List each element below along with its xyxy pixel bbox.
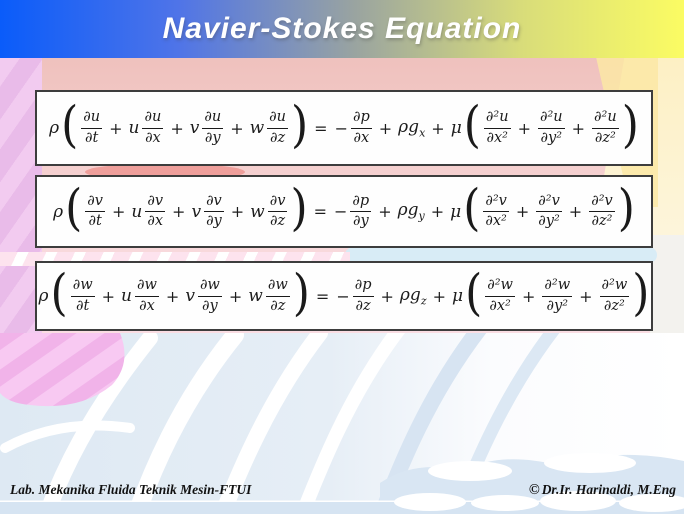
- equation: ρ(∂u∂t+u∂u∂x+v∂u∂y+w∂u∂z)=−∂p∂x+ρgx+μ(∂²…: [37, 92, 651, 164]
- fraction-term: ∂²v∂x²: [483, 192, 509, 229]
- equation-token: +: [571, 118, 586, 138]
- fraction-term: ∂w∂y: [197, 277, 222, 314]
- fraction-term: ∂w∂x: [135, 277, 159, 314]
- equation-token: w: [248, 286, 263, 306]
- parenthesis: (: [463, 179, 481, 237]
- fraction-term: ∂w∂t: [70, 277, 95, 314]
- equation-token: +: [170, 118, 184, 138]
- equation-token: +: [430, 202, 445, 221]
- equation-token: v: [191, 201, 202, 222]
- equation-token: =: [314, 118, 328, 138]
- equation-box-x-momentum: ρ(∂u∂t+u∂u∂x+v∂u∂y+w∂u∂z)=−∂p∂x+ρgx+μ(∂²…: [35, 90, 653, 166]
- fraction-term: ∂p∂x: [350, 109, 372, 146]
- footer-author-name: Dr.Ir. Harinaldi, M.Eng: [541, 482, 676, 497]
- parenthesis: ): [290, 179, 308, 237]
- parenthesis: (: [463, 96, 481, 154]
- equation-token: =: [315, 286, 330, 306]
- fraction-term: ∂v∂t: [85, 192, 105, 229]
- background-cyan-shape: [345, 247, 657, 263]
- fraction-term: ∂w∂z: [265, 277, 290, 314]
- equation-token: ρ: [38, 286, 49, 306]
- equation-token: −: [334, 118, 348, 138]
- subscripted-term: ρgx: [398, 116, 426, 140]
- subscripted-term: ρgy: [397, 200, 425, 223]
- equation-token: u: [121, 286, 132, 306]
- equation-token: =: [313, 202, 328, 221]
- equation-token: +: [579, 286, 593, 306]
- fraction-term: ∂²u∂z²: [592, 109, 619, 146]
- equation-token: v: [185, 286, 195, 306]
- parenthesis: ): [291, 96, 309, 154]
- equation-token: −: [336, 286, 350, 306]
- footer-lab-name: Lab. Mekanika Fluida Teknik Mesin-FTUI: [10, 482, 252, 497]
- fraction-term: ∂²u∂x²: [483, 109, 511, 146]
- equation-token: v: [189, 118, 200, 138]
- fraction-term: ∂v∂x: [145, 192, 166, 229]
- parenthesis: (: [465, 264, 483, 322]
- equation-box-z-momentum: ρ(∂w∂t+u∂w∂x+v∂w∂y+w∂w∂z)=−∂p∂z+ρgz+μ(∂²…: [35, 261, 653, 331]
- equation-token: +: [517, 118, 531, 138]
- equation-token: +: [228, 286, 243, 306]
- fraction-term: ∂u∂x: [142, 109, 164, 146]
- fraction-term: ∂²w∂x²: [485, 277, 515, 314]
- equation-token: +: [378, 202, 392, 221]
- equation-token: +: [109, 118, 123, 138]
- equation-token: +: [111, 202, 126, 221]
- equation: ρ(∂w∂t+u∂w∂x+v∂w∂y+w∂w∂z)=−∂p∂z+ρgz+μ(∂²…: [37, 263, 651, 329]
- fraction-term: ∂u∂y: [202, 109, 224, 146]
- equation-token: +: [568, 202, 583, 221]
- equation-token: +: [172, 202, 186, 221]
- background-waves: [0, 333, 684, 514]
- equation-token: +: [378, 118, 393, 138]
- subscripted-term: ρgz: [399, 284, 427, 308]
- equation-token: μ: [450, 201, 462, 222]
- equation-token: u: [128, 118, 140, 138]
- equation-token: +: [230, 118, 244, 138]
- equation-token: ρ: [53, 201, 64, 222]
- equation-token: +: [230, 202, 245, 221]
- fraction-term: ∂²v∂y²: [536, 192, 562, 229]
- equation-token: +: [380, 286, 394, 306]
- parenthesis: ): [292, 264, 310, 322]
- parenthesis: (: [61, 96, 79, 154]
- equation: ρ(∂v∂t+u∂v∂x+v∂v∂y+w∂v∂z)=−∂p∂y+ρgy+μ(∂²…: [37, 177, 651, 246]
- fraction-term: ∂²w∂y²: [542, 277, 573, 314]
- equation-token: −: [334, 202, 348, 221]
- parenthesis: (: [50, 264, 68, 322]
- equation-token: +: [431, 118, 445, 138]
- equation-token: u: [131, 201, 143, 222]
- fraction-term: ∂u∂t: [81, 109, 103, 146]
- title-bar: Navier-Stokes Equation: [0, 0, 684, 58]
- fraction-term: ∂v∂z: [267, 192, 288, 229]
- parenthesis: ): [621, 96, 639, 154]
- equation-token: +: [432, 286, 447, 306]
- equation-token: w: [250, 201, 265, 222]
- equation-token: +: [521, 286, 536, 306]
- fraction-term: ∂p∂z: [352, 277, 374, 314]
- fraction-term: ∂p∂y: [350, 192, 372, 229]
- equation-token: ρ: [49, 118, 60, 138]
- fraction-term: ∂²v∂z²: [589, 192, 615, 229]
- equation-box-y-momentum: ρ(∂v∂t+u∂v∂x+v∂v∂y+w∂v∂z)=−∂p∂y+ρgy+μ(∂²…: [35, 175, 653, 248]
- fraction-term: ∂²w∂z²: [599, 277, 630, 314]
- equation-token: +: [101, 286, 116, 306]
- parenthesis: (: [65, 179, 83, 237]
- equation-token: μ: [450, 118, 462, 138]
- slide-title: Navier-Stokes Equation: [162, 12, 522, 45]
- fraction-term: ∂u∂z: [267, 109, 288, 146]
- equation-token: +: [515, 202, 530, 221]
- parenthesis: ): [632, 264, 650, 322]
- equation-token: w: [249, 118, 265, 138]
- copyright-icon: ©: [528, 482, 540, 498]
- parenthesis: ): [617, 179, 635, 237]
- fraction-term: ∂v∂y: [204, 192, 224, 229]
- equation-token: +: [165, 286, 180, 306]
- equation-token: μ: [452, 286, 464, 306]
- fraction-term: ∂²u∂y²: [537, 109, 565, 146]
- footer-author: ©Dr.Ir. Harinaldi, M.Eng: [529, 482, 676, 499]
